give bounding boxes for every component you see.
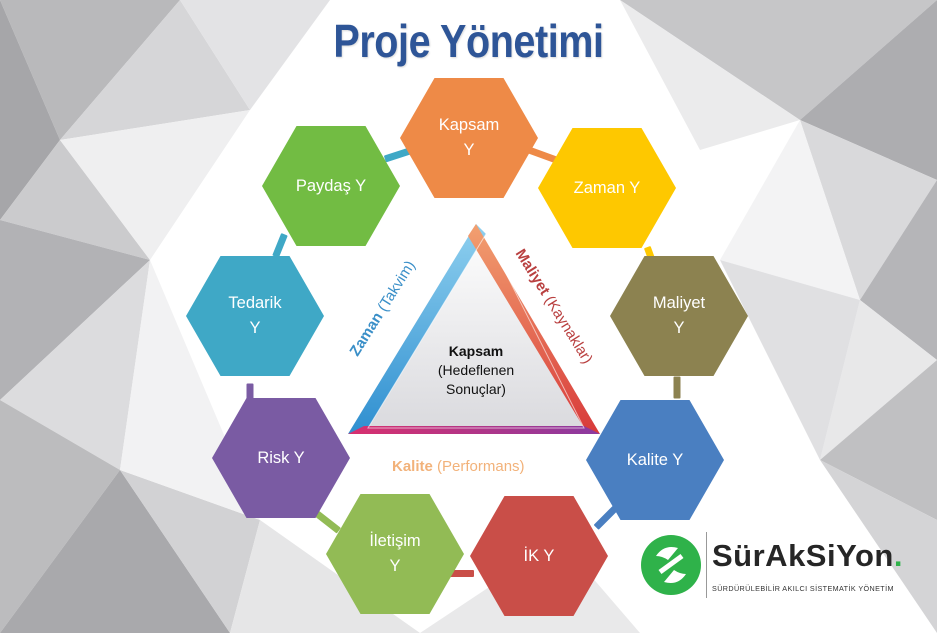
hexagon-iletisim-label: İletişim Y — [369, 532, 421, 575]
logo-dot: . — [893, 538, 903, 573]
center-scope-text: Kapsam (Hedeflenen Sonuçlar) — [406, 342, 546, 399]
triangle-inner — [348, 224, 600, 434]
label-kalite-bold: Kalite — [392, 458, 433, 475]
hexagon-kapsam: Kapsam Y — [400, 78, 538, 198]
hexagon-kalite-label: Kalite Y — [626, 450, 684, 469]
hexagon-maliyet: Maliyet Y — [610, 256, 748, 376]
logo-tagline: SÜRDÜRÜLEBİLİR AKILCI SİSTEMATİK YÖNETİM — [712, 584, 894, 593]
hexagon-paydas: Paydaş Y — [262, 126, 400, 246]
center-line-3: Sonuçlar) — [446, 381, 506, 397]
hexagon-ik-label: İK Y — [523, 546, 555, 565]
logo-name: SürAkSiYon — [712, 538, 894, 573]
hexagon-risk-label: Risk Y — [257, 448, 305, 467]
center-line-2: (Hedeflenen — [437, 362, 515, 378]
hexagon-iletisim: İletişim Y — [326, 494, 464, 614]
triangle-side-zaman — [348, 224, 486, 434]
hexagon-zaman: Zaman Y — [538, 128, 676, 248]
hexagon-paydas-label: Paydaş Y — [295, 176, 367, 195]
label-kalite-performans: Kalite (Performans) — [392, 458, 525, 475]
connector-ik-iletisim — [448, 570, 474, 577]
hexagon-maliyet-label: Maliyet Y — [652, 294, 706, 337]
triangle-side-kalite — [348, 426, 600, 434]
logo-divider — [706, 532, 707, 598]
page-title: Proje Yönetimi — [333, 15, 604, 67]
hexagon-ik: İK Y — [470, 496, 608, 616]
logo-wordmark: SürAkSiYon. — [712, 538, 903, 574]
logo-mark-icon — [641, 535, 701, 595]
center-heading: Kapsam — [448, 343, 504, 359]
hexagon-zaman-label: Zaman Y — [573, 178, 641, 197]
hexagon-kalite: Kalite Y — [586, 400, 724, 520]
label-kalite-rest: (Performans) — [432, 458, 525, 475]
hexagon-risk: Risk Y — [212, 398, 350, 518]
hexagon-tedarik: Tedarik Y — [186, 256, 324, 376]
hexagon-kapsam-label: Kapsam Y — [438, 116, 500, 159]
suraksiyon-logo: SürAkSiYon. SÜRDÜRÜLEBİLİR AKILCI SİSTEM… — [638, 526, 920, 610]
hexagon-tedarik-label: Tedarik Y — [228, 294, 282, 337]
